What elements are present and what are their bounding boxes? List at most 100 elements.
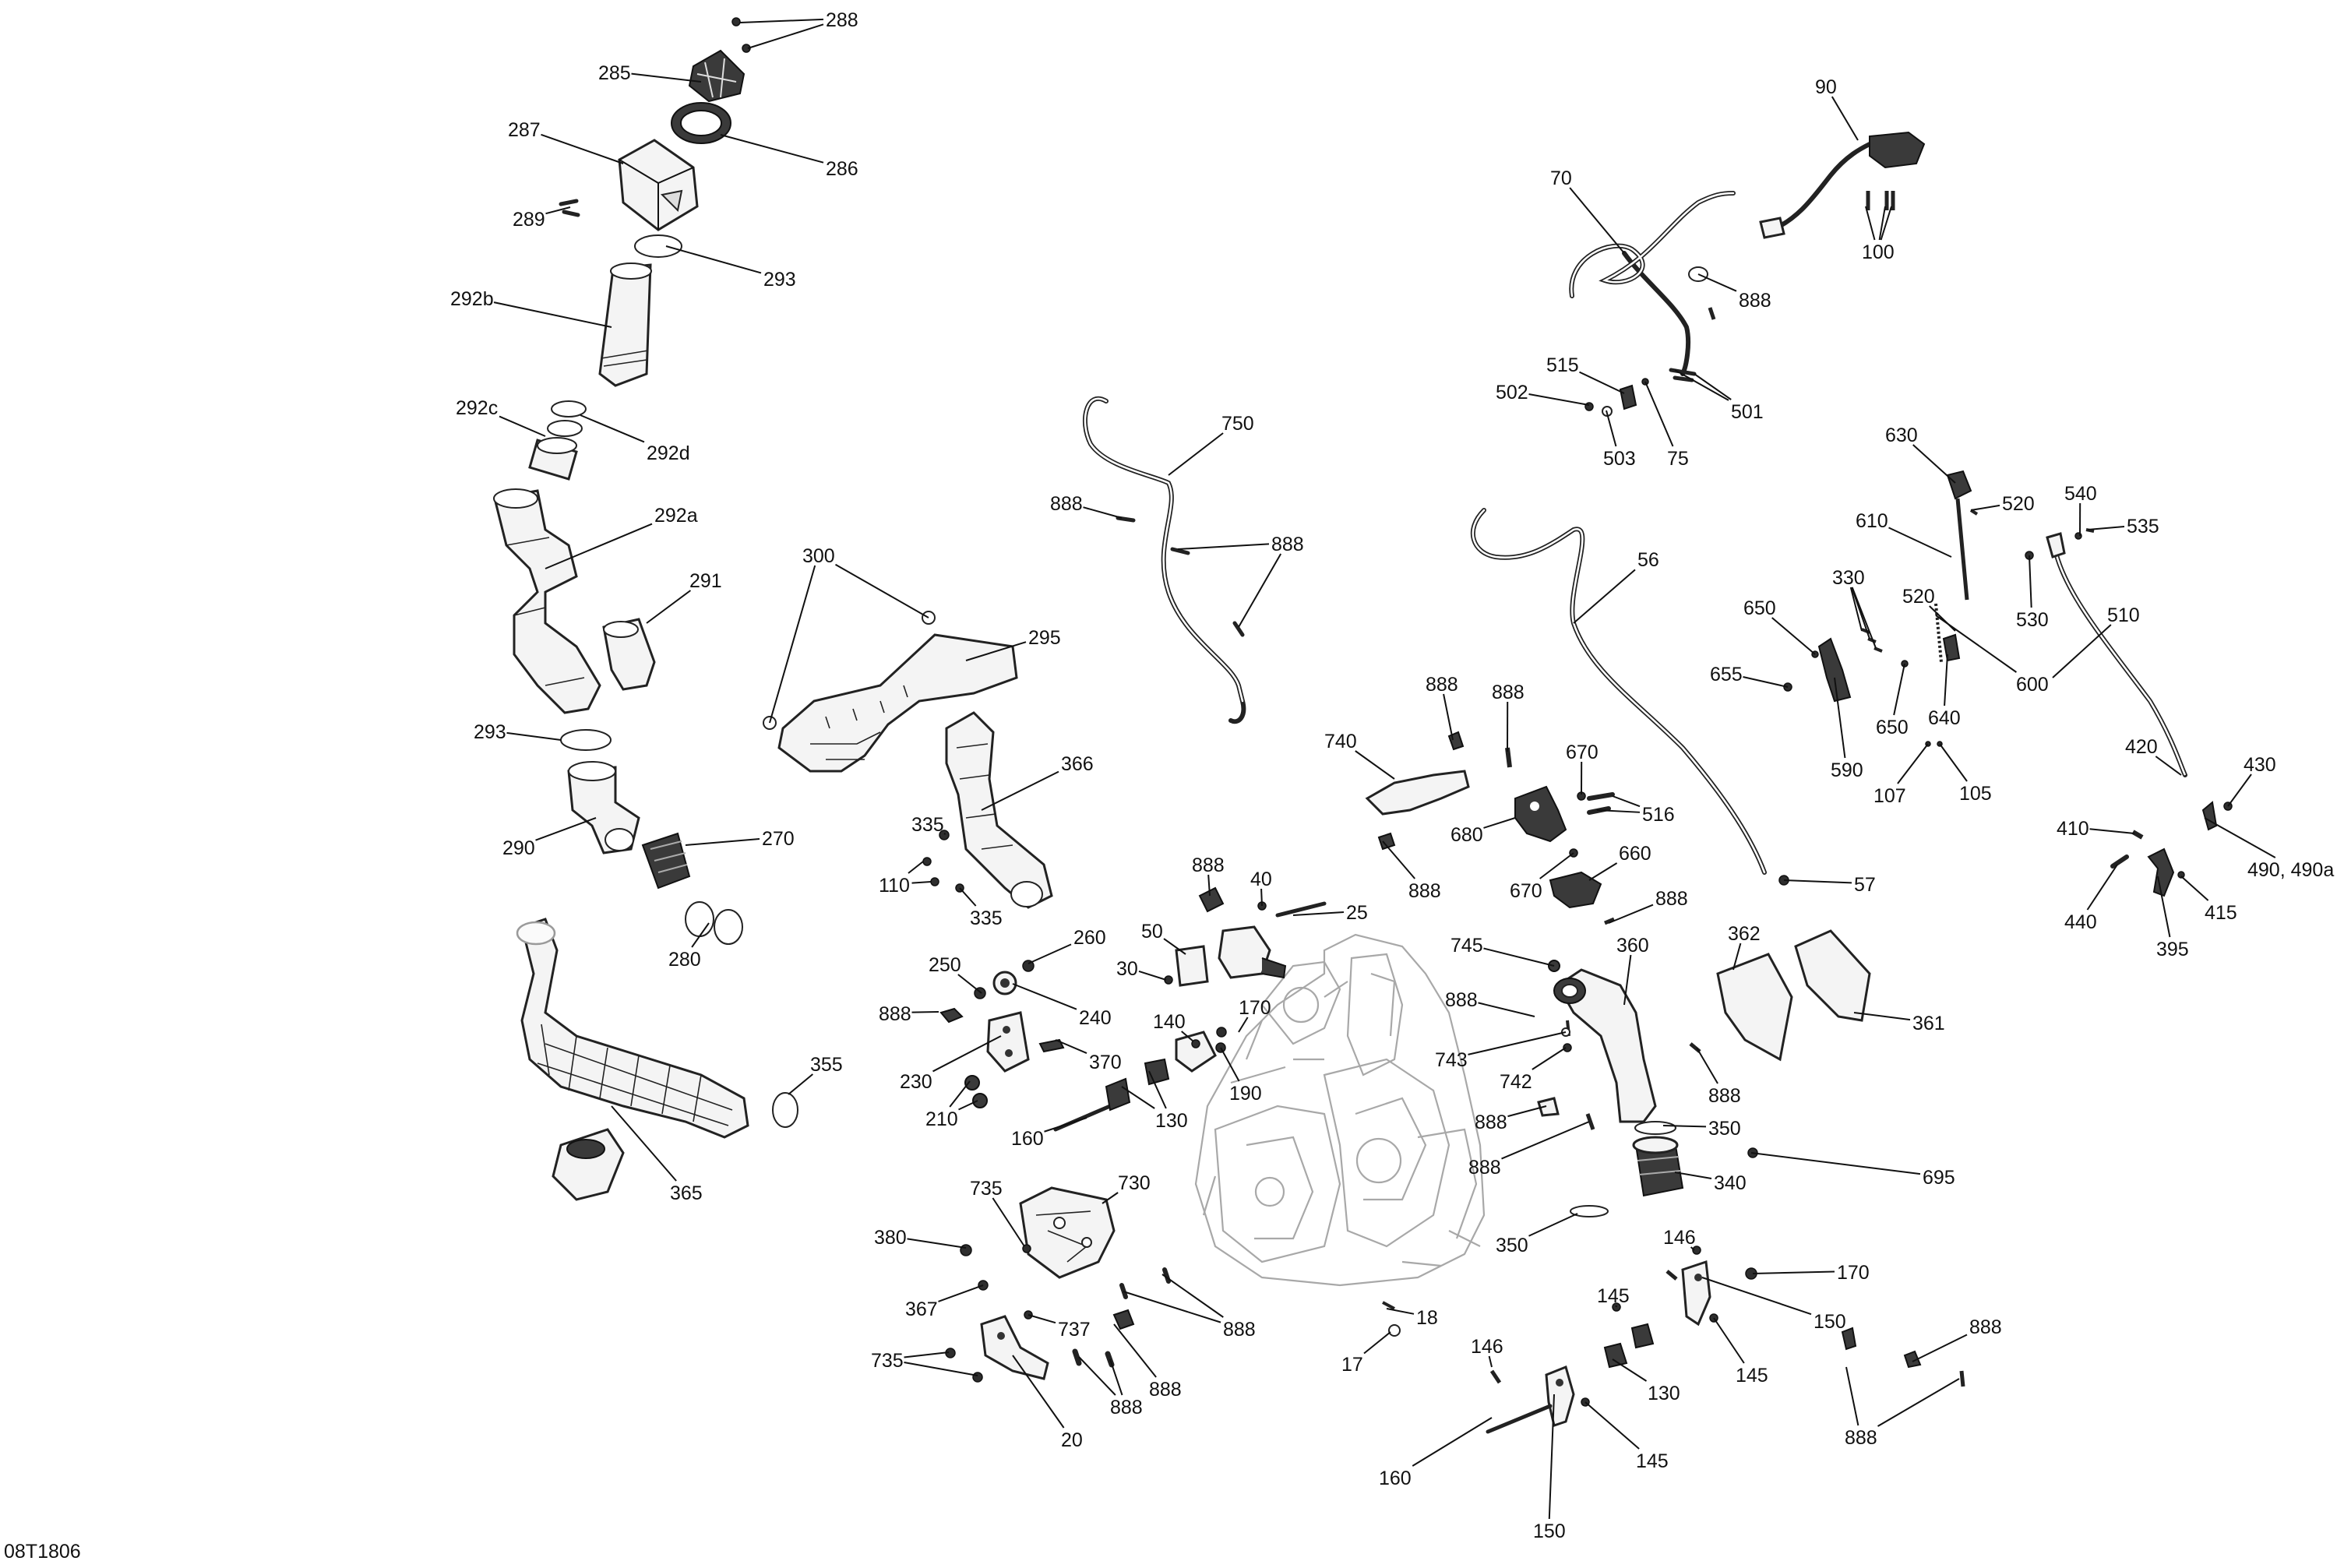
part-label: 888 (1468, 1157, 1501, 1179)
leader-line (646, 590, 692, 624)
part-label: 100 (1862, 241, 1895, 263)
leader-line (1970, 504, 2000, 511)
part-label: 670 (1510, 880, 1542, 902)
leader-line (1044, 1117, 1087, 1133)
leader-line (1483, 817, 1516, 829)
leader-line (499, 415, 546, 437)
leader-line (1532, 1047, 1567, 1070)
part-label: 360 (1616, 935, 1649, 957)
shift-lever-150-upper (1612, 1246, 1757, 1327)
hardware-888-right (1841, 1327, 1965, 1387)
leader-line (1501, 1121, 1590, 1160)
leader-line (685, 837, 760, 846)
part-label: 250 (929, 954, 961, 976)
part-label: 660 (1619, 843, 1651, 865)
leader-line (1752, 1270, 1835, 1274)
gasket-50 (1175, 945, 1209, 987)
leader-line (611, 1105, 677, 1182)
part-label: 105 (1959, 783, 1992, 805)
part-label: 590 (1831, 759, 1863, 781)
part-label: 888 (1149, 1379, 1182, 1401)
leader-line (1674, 1172, 1712, 1180)
leader-line (1674, 369, 1729, 401)
part-label: 160 (1379, 1468, 1412, 1489)
part-label: 530 (2016, 609, 2049, 631)
part-label: 516 (1642, 804, 1675, 826)
bracket-20 (980, 1315, 1049, 1380)
part-label: 292a (654, 505, 698, 527)
leader-line (1177, 543, 1270, 550)
leader-line (1944, 654, 1948, 706)
tube-292b (598, 263, 652, 387)
boot-270 (641, 832, 691, 890)
part-label: 170 (1239, 997, 1271, 1019)
part-label: 888 (1845, 1427, 1877, 1449)
leader-line (1238, 553, 1282, 628)
heat-shield-295 (763, 611, 1018, 773)
leader-line (1569, 187, 1625, 254)
part-label: 350 (1708, 1118, 1741, 1140)
part-label: 440 (2064, 911, 2097, 933)
part-label: 361 (1912, 1013, 1945, 1034)
part-label: 140 (1153, 1011, 1186, 1033)
leader-line (1694, 373, 1732, 400)
leader-line (1028, 943, 1072, 964)
part-label: 130 (1648, 1383, 1680, 1404)
heat-shield-362 (1716, 953, 1793, 1062)
lever-90 (1869, 131, 1926, 169)
leader-line (908, 861, 924, 874)
leader-line (1121, 1086, 1155, 1109)
leader-line (981, 770, 1059, 811)
part-label: 230 (900, 1071, 932, 1093)
part-label: 30 (1116, 958, 1138, 980)
leader-line (1912, 1334, 1968, 1362)
bracket-740 (1365, 731, 1512, 851)
leader-line (769, 565, 816, 724)
clamp-280-b (714, 909, 743, 945)
leader-line (720, 134, 824, 164)
part-label: 289 (513, 209, 545, 231)
leader-line (959, 887, 977, 907)
part-label: 90 (1815, 76, 1837, 98)
leader-line (938, 1284, 984, 1302)
leader-line (2029, 555, 2032, 608)
leader-line (949, 1080, 971, 1108)
leader-line (1612, 1358, 1648, 1382)
leader-line (1623, 954, 1632, 1006)
leader-line (1588, 862, 1618, 881)
leader-line (1743, 676, 1789, 688)
leader-line (1912, 444, 1956, 484)
part-label: 286 (826, 158, 858, 180)
part-label: 145 (1736, 1365, 1768, 1387)
part-label: 293 (763, 269, 796, 291)
part-label: 366 (1061, 753, 1094, 775)
part-label: 515 (1546, 354, 1579, 376)
leader-line (1123, 1291, 1221, 1323)
leader-line (2180, 876, 2209, 901)
part-label: 410 (2057, 818, 2089, 840)
shift-lever-150-lower (1486, 1365, 1590, 1434)
leader-line (2155, 756, 2182, 776)
part-label: 888 (1475, 1112, 1507, 1133)
leader-line (1412, 1417, 1493, 1467)
part-label: 888 (1655, 888, 1688, 910)
plate-230 (986, 1011, 1030, 1073)
part-label: 285 (598, 62, 631, 84)
leader-line (1853, 1012, 1911, 1021)
leader-line (1078, 1356, 1116, 1396)
leader-line (1834, 677, 1846, 759)
part-label: 18 (1416, 1307, 1438, 1329)
leader-line (1260, 888, 1263, 907)
leader-line (1083, 506, 1123, 519)
leader-line (535, 817, 597, 841)
part-label: 25 (1346, 902, 1368, 924)
leader-line (506, 731, 562, 741)
leader-line (1488, 1355, 1493, 1368)
leader-line (1012, 983, 1077, 1010)
part-label: 367 (905, 1298, 938, 1320)
leader-line (747, 23, 824, 49)
part-label: 888 (1271, 534, 1304, 555)
leader-line (911, 1011, 939, 1013)
leader-line (1238, 1017, 1249, 1033)
part-label: 888 (1050, 493, 1083, 515)
